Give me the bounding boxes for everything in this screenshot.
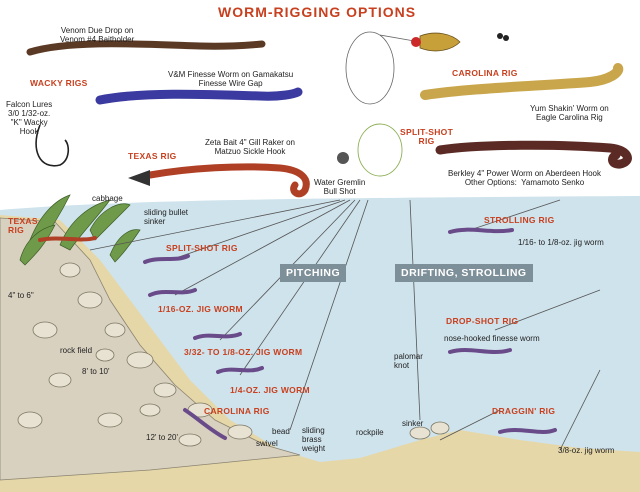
label-jig-14: 1/4-OZ. JIG WORM: [230, 385, 310, 395]
bull-shot-weight: [337, 152, 349, 164]
wacky-hook: [35, 124, 70, 167]
label-falcon: Falcon Lures 3/0 1/32-oz. "K" Wacky Hook: [6, 100, 53, 136]
label-rockpile: rockpile: [356, 428, 384, 437]
label-carolina-rig-top: CAROLINA RIG: [452, 68, 518, 78]
label-zeta: Zeta Bait 4" Gill Raker on Matzuo Sickle…: [205, 138, 295, 156]
label-dropshot-rig: DROP-SHOT RIG: [446, 316, 519, 326]
label-split-shot-top: SPLIT-SHOT RIG: [400, 127, 454, 146]
label-swivel: swivel: [256, 439, 278, 448]
split-shot-leader: [357, 123, 403, 177]
texas-scene-worm: [38, 236, 97, 242]
label-sliding-bullet: sliding bullet sinker: [144, 208, 189, 226]
label-venom: Venom Due Drop on Venom #4 Baitholder: [60, 26, 135, 44]
swivel-icon: [497, 33, 509, 41]
label-bead: bead: [272, 427, 290, 436]
label-rock-field: rock field: [60, 346, 93, 355]
label-yum: Yum Shakin' Worm on Eagle Carolina Rig: [530, 104, 609, 122]
label-split-shot-scene: SPLIT-SHOT RIG: [166, 243, 238, 253]
band-pitching: PITCHING: [280, 264, 347, 282]
jig116-scene-worm: [148, 288, 197, 297]
label-strolling-rig: STROLLING RIG: [484, 215, 555, 225]
fishing-lines: [89, 199, 601, 451]
diagram-title: WORM-RIGGING OPTIONS: [218, 4, 417, 20]
label-berkley: Berkley 4" Power Worm on Aberdeen Hook O…: [448, 169, 601, 187]
rock-field: [0, 217, 301, 481]
texas-bullet-weight: [128, 170, 150, 186]
label-depth-2: 8' to 10': [82, 367, 110, 376]
label-water-gremlin: Water Gremlin Bull Shot: [314, 178, 366, 196]
label-sliding-brass: sliding brass weight: [302, 426, 326, 453]
carolina-scene-worm: [183, 408, 227, 440]
carolina-leader: [345, 31, 421, 105]
draggin-scene-worm: [498, 428, 557, 434]
label-texas-side: TEXAS RIG: [8, 216, 38, 235]
label-cabbage: cabbage: [92, 194, 123, 203]
split-shot-scene-worm: [143, 254, 190, 264]
label-jig-116: 1/16-OZ. JIG WORM: [158, 304, 243, 314]
label-wacky-rigs: WACKY RIGS: [30, 78, 88, 88]
label-strolling-jig: 1/16- to 1/8-oz. jig worm: [518, 238, 604, 247]
vm-finesse-worm: [95, 87, 303, 105]
venom-worm: [26, 40, 266, 56]
label-carolina-scene: CAROLINA RIG: [204, 406, 270, 416]
band-drifting: DRIFTING, STROLLING: [395, 264, 533, 282]
yum-worm: [420, 63, 624, 100]
label-depth-1: 4" to 6": [8, 291, 34, 300]
carolina-brass-weight: [419, 32, 461, 52]
label-nose-hooked: nose-hooked finesse worm: [444, 334, 540, 343]
label-depth-3: 12' to 20': [146, 433, 178, 442]
label-jig-332: 3/32- TO 1/8-OZ. JIG WORM: [184, 347, 303, 357]
zeta-worm: [146, 163, 310, 198]
label-vm: V&M Finesse Worm on Gamakatsu Finesse Wi…: [168, 70, 294, 88]
dropshot-scene-worm: [448, 348, 512, 354]
jig332-scene-worm: [193, 332, 242, 340]
carolina-bead: [411, 37, 421, 47]
label-texas-rig-top: TEXAS RIG: [128, 151, 177, 161]
jig14-scene-worm: [216, 366, 264, 374]
label-draggin-jig: 3/8-oz. jig worm: [558, 446, 615, 455]
label-draggin: DRAGGIN' RIG: [492, 406, 556, 416]
berkley-worm: [435, 140, 632, 169]
rock-stones: [17, 262, 450, 447]
label-palomar: palomar knot: [394, 352, 423, 370]
strolling-scene-worm: [448, 227, 514, 234]
label-sinker: sinker: [402, 419, 424, 428]
